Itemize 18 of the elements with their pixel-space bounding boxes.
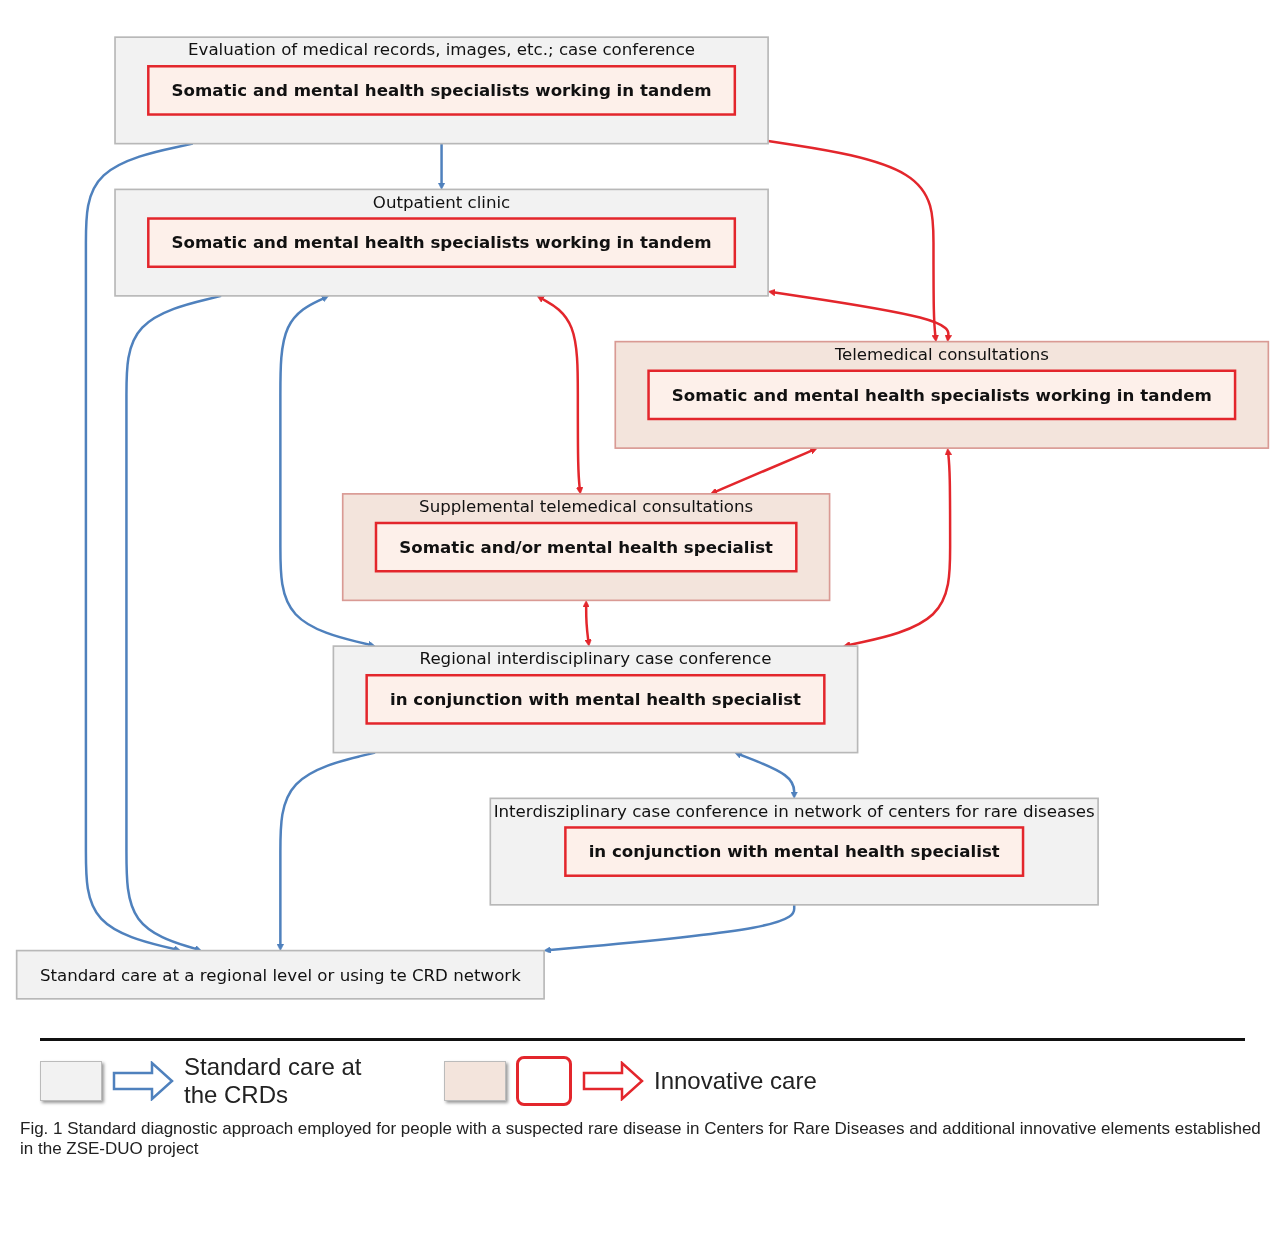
arrow	[276, 751, 376, 951]
node-box: Somatic and mental health specialists working in tandem	[647, 369, 1237, 421]
arrow	[734, 751, 798, 799]
node-box: Somatic and mental health specialists working in tandem	[147, 65, 737, 116]
arrow	[437, 143, 446, 190]
legend-label: Innovative care	[654, 1067, 817, 1095]
arrow	[536, 295, 584, 495]
node-box: Somatic and mental health specialists working in tandem	[147, 217, 737, 268]
arrow	[767, 139, 939, 342]
node-box: Somatic and/or mental health specialist	[374, 521, 798, 573]
arrow	[768, 288, 952, 342]
legend-label: Standard care at the CRDs	[184, 1053, 363, 1109]
node-box: in conjunction with mental health specialist	[564, 826, 1025, 877]
arrow	[582, 600, 592, 647]
node-box: in conjunction with mental health specialist	[365, 674, 826, 725]
figure-caption: Fig. 1 Standard diagnostic approach employed for people with a suspected rare disease in Centers for Rare Diseases and additional innovative elements established in the ZSE-DUO project	[20, 1119, 1262, 1159]
arrow	[710, 447, 818, 495]
node-box: Standard care at a regional level or using te CRD network	[15, 949, 545, 1000]
